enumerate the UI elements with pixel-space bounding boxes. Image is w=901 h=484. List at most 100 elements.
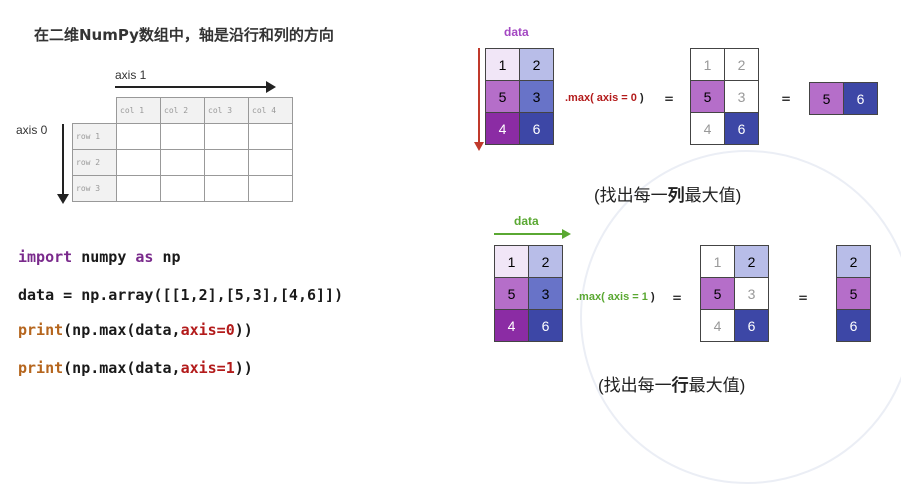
data-label: data bbox=[514, 214, 539, 228]
axis1-green-arrowhead bbox=[562, 229, 571, 239]
caption-text: 最大值) bbox=[684, 186, 742, 205]
matrix-cell: 3 bbox=[734, 277, 769, 310]
row-label: row 1 bbox=[72, 123, 117, 150]
equals-sign: = bbox=[664, 92, 675, 106]
result-cell: 6 bbox=[843, 82, 878, 115]
matrix-cell: 3 bbox=[724, 80, 759, 113]
grid-cell bbox=[204, 149, 249, 176]
grid-cell bbox=[160, 149, 205, 176]
axis0-arrow bbox=[57, 124, 69, 204]
grid-cell bbox=[204, 175, 249, 202]
result-cell: 5 bbox=[836, 277, 871, 310]
code-line-4: print(np.max(data,axis=1)) bbox=[18, 359, 253, 377]
op-prefix: .max( bbox=[565, 92, 594, 104]
max-operation: .max( axis = 0 ) bbox=[565, 92, 644, 104]
axis0-red-arrow bbox=[478, 48, 480, 146]
code-line-1: import numpy as np bbox=[18, 248, 181, 266]
grid-cell bbox=[248, 175, 293, 202]
op-param: axis = 0 bbox=[593, 92, 640, 104]
code-text: )) bbox=[234, 359, 253, 377]
matrix-cell: 4 bbox=[690, 112, 725, 145]
code-function: print bbox=[18, 359, 64, 377]
code-text: np bbox=[153, 248, 181, 266]
grid-cell bbox=[248, 123, 293, 150]
code-function: print bbox=[18, 321, 64, 339]
matrix-cell: 5 bbox=[700, 277, 735, 310]
matrix-cell: 1 bbox=[690, 48, 725, 81]
matrix-cell: 1 bbox=[485, 48, 520, 81]
matrix-cell: 6 bbox=[519, 112, 554, 145]
matrix-cell: 5 bbox=[485, 80, 520, 113]
code-param: axis=1 bbox=[180, 359, 235, 377]
code-text: (np.max(data, bbox=[63, 359, 181, 377]
matrix-cell: 2 bbox=[528, 245, 563, 278]
caption-emphasis: 行 bbox=[671, 376, 689, 395]
matrix-cell: 2 bbox=[519, 48, 554, 81]
result-cell: 6 bbox=[836, 309, 871, 342]
page-title: 在二维NumPy数组中，轴是沿行和列的方向 bbox=[34, 26, 334, 44]
caption-text: 最大值) bbox=[688, 376, 746, 395]
grid-corner bbox=[73, 98, 117, 124]
caption-text: (找出每一 bbox=[598, 376, 672, 395]
row-label: row 2 bbox=[72, 149, 117, 176]
matrix-cell: 3 bbox=[519, 80, 554, 113]
result-cell: 2 bbox=[836, 245, 871, 278]
grid-cell bbox=[160, 123, 205, 150]
col-label: col 2 bbox=[160, 97, 205, 124]
matrix-cell: 1 bbox=[700, 245, 735, 278]
axis-grid: col 1 col 2 col 3 col 4 row 1 row 2 row … bbox=[72, 97, 293, 202]
caption-axis1: (找出每一行最大值) bbox=[598, 371, 745, 396]
grid-cell bbox=[248, 149, 293, 176]
matrix-cell: 6 bbox=[528, 309, 563, 342]
caption-text: (找出每一 bbox=[594, 186, 668, 205]
matrix-cell: 2 bbox=[734, 245, 769, 278]
caption-axis0: (找出每一列最大值) bbox=[594, 181, 741, 206]
equals-sign: = bbox=[798, 291, 809, 305]
result-matrix: 2 5 6 bbox=[836, 245, 871, 342]
matrix-cell: 6 bbox=[734, 309, 769, 342]
op-suffix: ) bbox=[639, 92, 644, 104]
equals-sign: = bbox=[672, 291, 683, 305]
code-text: (np.max(data, bbox=[63, 321, 181, 339]
matrix-cell: 1 bbox=[494, 245, 529, 278]
code-keyword: import bbox=[18, 248, 73, 266]
axis0-label: axis 0 bbox=[16, 123, 48, 137]
col-label: col 1 bbox=[116, 97, 161, 124]
grid-cell bbox=[116, 123, 161, 150]
axis0-red-arrowhead bbox=[474, 142, 484, 151]
matrix-cell: 5 bbox=[494, 277, 529, 310]
caption-emphasis: 列 bbox=[667, 186, 685, 205]
op-param: axis = 1 bbox=[604, 291, 651, 303]
grid-cell bbox=[204, 123, 249, 150]
code-param: axis=0 bbox=[180, 321, 235, 339]
code-line-2: data = np.array([[1,2],[5,3],[4,6]]) bbox=[18, 286, 344, 304]
code-line-3: print(np.max(data,axis=0)) bbox=[18, 321, 253, 339]
code-keyword: as bbox=[135, 248, 154, 266]
matrix-cell: 4 bbox=[700, 309, 735, 342]
matrix-cell: 6 bbox=[724, 112, 759, 145]
code-text: )) bbox=[234, 321, 253, 339]
grid-cell bbox=[116, 149, 161, 176]
col-label: col 3 bbox=[204, 97, 249, 124]
axis1-label: axis 1 bbox=[115, 68, 147, 82]
equals-sign: = bbox=[781, 92, 792, 106]
col-label: col 4 bbox=[248, 97, 293, 124]
axis1-green-arrow bbox=[494, 233, 564, 235]
code-text: numpy bbox=[72, 248, 136, 266]
axis1-arrow bbox=[115, 81, 276, 93]
result-cell: 5 bbox=[809, 82, 844, 115]
op-prefix: .max( bbox=[576, 291, 605, 303]
matrix-cell: 4 bbox=[485, 112, 520, 145]
row-label: row 3 bbox=[72, 175, 117, 202]
grid-cell bbox=[116, 175, 161, 202]
matrix-cell: 4 bbox=[494, 309, 529, 342]
matrix-cell: 2 bbox=[724, 48, 759, 81]
op-suffix: ) bbox=[650, 291, 655, 303]
max-operation: .max( axis = 1 ) bbox=[576, 291, 655, 303]
matrix-cell: 3 bbox=[528, 277, 563, 310]
